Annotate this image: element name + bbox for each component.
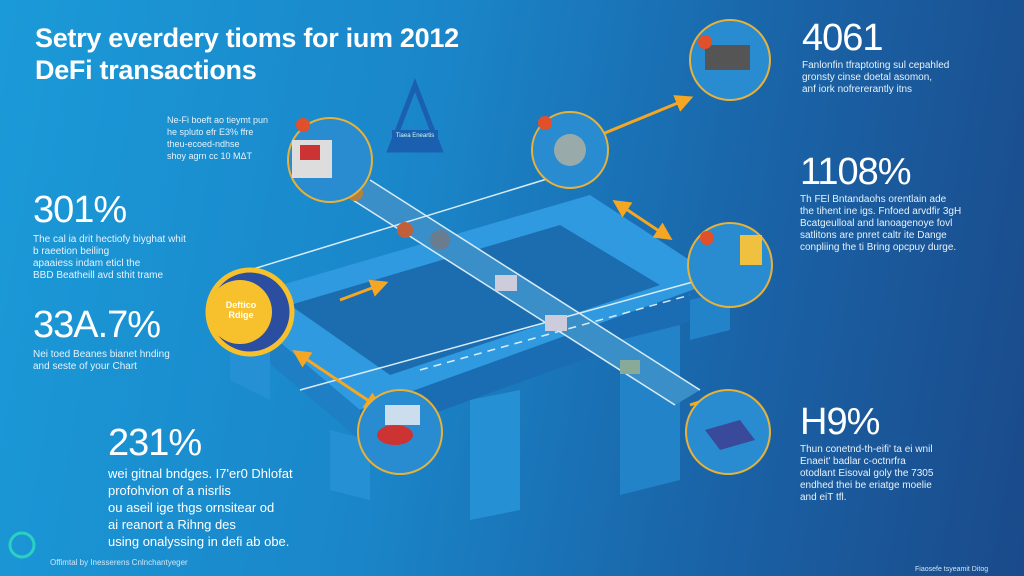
callout-line: theu-ecoed-ndhse: [167, 139, 240, 149]
stat-block: 33A.7% Nei toed Beanes bianet hnding and…: [33, 305, 170, 373]
coin-label: Deftico Rdige: [225, 300, 257, 320]
stat-block: 231% wei gitnal bndges. I7'er0 Dhlofat p…: [108, 423, 293, 550]
stat-desc-line: Enaeit' badlar c-octnrfra: [800, 456, 906, 467]
stat-desc-line: Fanlonfin tfraptoting sul cepahled: [802, 60, 950, 71]
stat-desc-line: using onalyssing in defi ab obe.: [108, 534, 290, 549]
stat-desc-line: otodlant Eisoval goly the 7305: [800, 468, 934, 479]
stat-block: 301% The cal ia drit hectiofy biyghat wh…: [33, 190, 186, 282]
stat-value: H9%: [800, 401, 880, 443]
logo-icon: [8, 531, 36, 559]
stat-desc-line: the tihent ine igs. Fnfoed arvdfir 3gH: [800, 206, 962, 217]
stat-block: 4061 Fanlonfin tfraptoting sul cepahled …: [802, 18, 949, 96]
node-block: [620, 360, 640, 374]
stat-block: H9% Thun conetnd-th-eifi' ta ei wnil Ena…: [800, 402, 933, 504]
flag-icon: [300, 145, 320, 160]
lightbulb-icon: [740, 235, 762, 265]
stat-desc-line: BBD Beatheill avd sthit trame: [33, 270, 164, 281]
bank-icon: [554, 134, 586, 166]
stat-desc-line: The cal ia drit hectiofy biyghat whit: [33, 234, 186, 245]
callout-line: shoy agrn cc 10 MΔT: [167, 151, 253, 161]
stat-desc-line: Nei toed Beanes bianet hnding: [33, 349, 170, 360]
stat-desc-line: gronsty cinse doetal asomon,: [802, 72, 933, 83]
node-coin: [430, 230, 450, 250]
tower-label: Tiaea Eneartis: [395, 133, 435, 139]
exchange-icon: [377, 425, 413, 445]
stat-value: 33A.7%: [33, 304, 161, 346]
title-line-1: Setry everdery tioms for ium 2012: [35, 23, 459, 53]
stat-desc-line: apaaiess indam eticl the: [33, 258, 141, 269]
footer-credit: Offimtal by Inesserens Cnlnchantyeger: [50, 558, 188, 567]
node-block: [545, 315, 567, 331]
stat-desc-line: conpliing the ti Bring opcpuy durge.: [800, 242, 957, 253]
callout-line: Ne-Fi boeft ao tieymt pun: [167, 115, 269, 125]
server-icon: [705, 45, 750, 70]
stat-desc-line: profohvion of a nisrlis: [108, 483, 231, 498]
callout-top: Ne-Fi boeft ao tieymt pun he spluto efr …: [167, 114, 268, 162]
node-coin: [397, 222, 413, 238]
defi-coin-face: [208, 280, 272, 344]
stat-desc-line: Thun conetnd-th-eifi' ta ei wnil: [800, 444, 933, 455]
awning-icon: [385, 405, 420, 425]
stat-desc-line: endhed thei be eriatge moelie: [800, 480, 932, 491]
stat-value: 1108%: [800, 151, 912, 193]
stat-desc-line: Th FEl Bntandaohs orentlain ade: [800, 194, 947, 205]
stat-desc-line: anf iork nofrererantly itns: [802, 84, 913, 95]
stat-desc-line: b raeetion beiling: [33, 246, 110, 257]
stat-value: 4061: [802, 17, 884, 59]
alert-badge-icon: [700, 231, 714, 245]
solar-panel-icon: [705, 420, 755, 450]
stat-desc-line: satlitons are pnret caltr ite Dange: [800, 230, 947, 241]
stat-desc-line: and eiT tfl.: [800, 492, 847, 503]
alert-badge-icon: [538, 116, 552, 130]
stat-block: 1108% Th FEl Bntandaohs orentlain ade th…: [800, 152, 961, 254]
stat-desc-line: ai reanort a Rihng des: [108, 517, 236, 532]
stat-desc-line: ou aseil ige thgs ornsitear od: [108, 500, 275, 515]
alert-badge-icon: [296, 118, 310, 132]
alert-badge-icon: [698, 35, 712, 49]
stat-desc-line: wei gitnal bndges. I7'er0 Dhlofat: [108, 466, 293, 481]
stat-desc-line: and seste of your Chart: [33, 361, 137, 372]
page-title: Setry everdery tioms for ium 2012 DeFi t…: [35, 22, 459, 86]
stat-value: 301%: [33, 189, 127, 231]
callout-line: he spluto efr E3% ffre: [167, 127, 254, 137]
node-block: [495, 275, 517, 291]
title-line-2: DeFi transactions: [35, 55, 257, 85]
stat-value: 231%: [108, 422, 202, 464]
footer-source: Fiaosefe tsyeamit Ditog: [915, 566, 989, 573]
transaction-nodes: [347, 185, 640, 374]
stat-desc-line: Bcatgeulloal and lanoagenoye fovl: [800, 218, 953, 229]
